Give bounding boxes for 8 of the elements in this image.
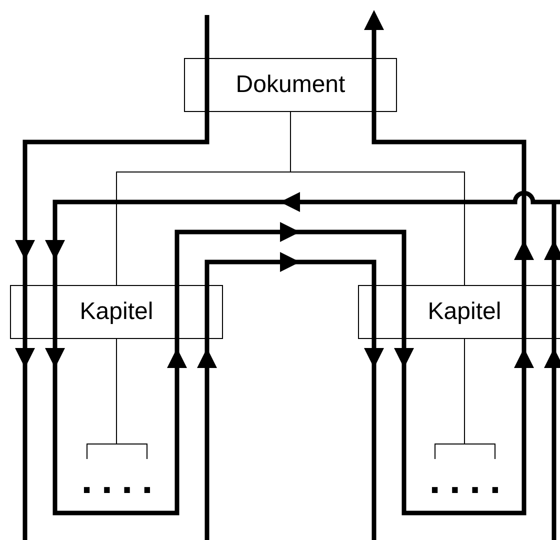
node-box (358, 285, 560, 339)
ellipsis-marker: .... (81, 470, 162, 496)
tree-line (434, 338, 496, 460)
tree-line (86, 338, 148, 460)
node-box (10, 285, 223, 339)
node-box (184, 58, 397, 112)
tree-line (290, 112, 465, 286)
ellipsis-marker: .... (429, 470, 510, 496)
